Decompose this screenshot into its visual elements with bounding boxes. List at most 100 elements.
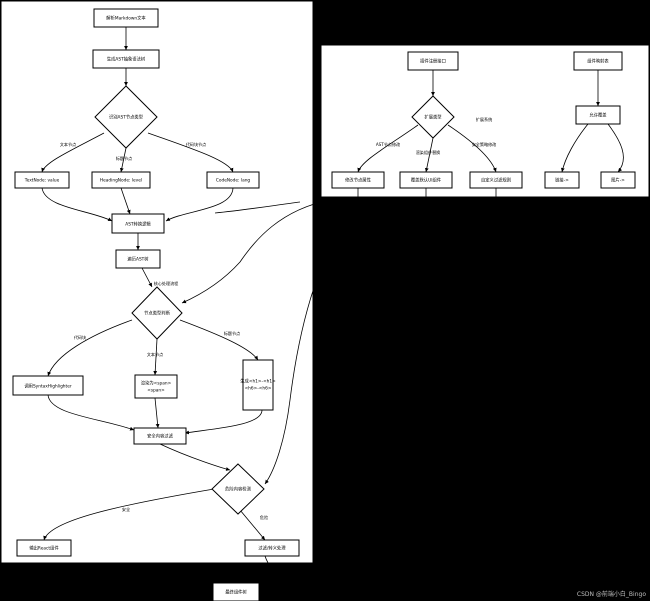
edge-label-text-node: 文本节点 <box>60 141 76 147</box>
edge-label-danger: 危险 <box>260 514 268 520</box>
main-flow-edges <box>41 27 279 591</box>
edge-text-to-transform <box>41 187 113 222</box>
node-gen-heading-line2: <h6>-<h6> <box>245 386 272 392</box>
node-safe-filter <box>133 427 187 445</box>
node-ast-transform-label: AST转换逻辑 <box>125 221 151 228</box>
node-wrap-span-line1: 渲染为<span> <box>141 380 172 387</box>
edge-decision-to-heading <box>119 147 127 173</box>
node-code-node-label: CodeNode: lang <box>216 178 251 184</box>
edge-default-to-link <box>560 123 589 173</box>
node-link-map <box>544 171 580 189</box>
edge-check-to-highlighter <box>47 319 133 377</box>
node-ast-transform <box>111 213 165 234</box>
node-custom-filter <box>469 171 523 189</box>
node-heading-node-label: HeadingNode: level <box>100 178 142 184</box>
edge-traverse-to-check <box>141 267 153 288</box>
node-modify-attr <box>331 171 385 189</box>
edge-span-to-filter <box>154 397 160 429</box>
node-output-react <box>16 539 72 557</box>
edge-plugin-to-check <box>181 199 331 304</box>
node-safe-filter-label: 安全内容过滤 <box>147 433 173 440</box>
node-plugin-register-label: 插件注册接口 <box>420 58 446 65</box>
node-gen-heading-line1: 生成<h1>-<h1> <box>240 378 276 385</box>
node-allow-override <box>575 105 621 125</box>
plugin-system-edges <box>357 70 624 197</box>
node-traverse-ast-label: 遍历AST树 <box>127 256 149 263</box>
node-final-tree <box>212 582 260 601</box>
node-wrap-span-line2: <span> <box>147 388 165 394</box>
node-parse-markdown-label: 解析Markdown文本 <box>106 15 146 22</box>
node-final-tree-label: 最终组件树 <box>225 589 247 596</box>
node-syntax-highlighter-label: 调用SyntaxHighlighter <box>24 383 71 390</box>
edge-label-text-node-2: 文本节点 <box>147 351 163 357</box>
edge-check-to-heading <box>179 319 259 361</box>
node-type-decision <box>94 85 158 149</box>
edge-label-code-node: 代码块节点 <box>186 141 206 147</box>
node-replace-ui-label: 覆盖默认UI组件 <box>411 177 442 184</box>
edge-label-ui-replace: 渲染组件替换 <box>416 149 441 155</box>
node-output-react-label: 输出React组件 <box>29 545 59 552</box>
edge-label-heading-node-2: 标题节点 <box>224 330 240 336</box>
main-flow-nodes: 解析Markdown文本 生成AST抽象语法树 识别AST节点类型 TextNo… <box>12 8 300 601</box>
node-heading-node <box>91 171 151 189</box>
edge-plugin-to-transform <box>214 201 301 214</box>
node-generate-ast-label: 生成AST抽象语法树 <box>107 56 146 63</box>
node-traverse-ast <box>115 249 161 269</box>
node-filter-tag <box>244 539 300 557</box>
node-text-node <box>14 171 70 189</box>
node-gen-heading <box>242 359 274 411</box>
node-custom-filter-label: 自定义过滤规则 <box>481 177 511 184</box>
edge-plugin-to-xss <box>264 196 361 485</box>
edge-label-core-flow: 核心处理流程 <box>154 280 179 286</box>
edge-highlighter-to-filter <box>47 394 135 431</box>
edge-ext-to-ui <box>424 137 434 173</box>
edge-label-heading-node: 标题节点 <box>116 155 132 161</box>
node-image-map <box>600 171 636 189</box>
main-flow-panel <box>0 0 314 564</box>
plugin-edge-labels: 扩展系统 AST节点修改 渲染组件替换 安全策略修改 <box>376 116 496 155</box>
edge-filter-to-xss <box>159 443 231 471</box>
edge-label-ext-system: 扩展系统 <box>476 116 492 122</box>
edge-default-to-image <box>607 123 624 173</box>
node-type-decision-label: 识别AST节点类型 <box>109 114 144 121</box>
edge-xss-to-react <box>43 488 215 541</box>
edge-heading-to-transform <box>120 187 131 215</box>
main-edge-labels: 文本节点 标题节点 代码块节点 核心处理流程 代码块 文本节点 标题节点 安全 … <box>60 141 268 520</box>
edge-code-to-transform <box>165 187 234 222</box>
node-filter-tag-label: 过滤/转义处理 <box>258 545 286 552</box>
node-type-check-label: 节点类型判断 <box>144 310 170 317</box>
edge-ext-to-attr <box>357 124 419 173</box>
node-xss-check <box>211 463 265 515</box>
node-replace-ui <box>399 171 453 189</box>
edge-xss-to-filter-tag <box>239 509 266 541</box>
node-ext-type-label: 扩展类型 <box>424 114 442 121</box>
node-xss-check-label: 危险内容检测 <box>225 486 251 493</box>
node-wrap-span <box>134 374 178 399</box>
edge-label-code-block: 代码块 <box>74 334 86 340</box>
edge-ext-to-filter <box>447 124 497 173</box>
node-link-map-label: 链接-> <box>555 177 569 184</box>
node-mapping-table-label: 组件映射表 <box>587 58 609 65</box>
edge-check-to-span <box>153 338 158 376</box>
watermark-text: CSDN @前端小白_Bingo <box>577 590 646 598</box>
edge-decision-to-code <box>147 132 234 173</box>
edge-label-security: 安全策略修改 <box>472 141 497 147</box>
plugin-system-nodes: 插件注册接口 扩展类型 修改节点属性 覆盖默认UI组件 自定义过滤规则 组件映射… <box>331 51 636 189</box>
edge-heading-to-filter <box>184 409 263 435</box>
node-text-node-label: TextNode: value <box>24 178 60 184</box>
edge-filter-tag-down <box>264 555 279 579</box>
node-plugin-register <box>407 51 459 71</box>
node-ext-type <box>411 95 455 139</box>
node-generate-ast <box>92 49 160 69</box>
edge-label-safe: 安全 <box>122 506 130 512</box>
edge-decision-to-text <box>41 132 105 173</box>
node-type-check <box>131 286 183 340</box>
node-modify-attr-label: 修改节点属性 <box>345 177 371 184</box>
node-image-map-label: 图片-> <box>611 177 625 184</box>
node-code-node <box>206 171 260 189</box>
edge-label-ast-modify: AST节点修改 <box>376 141 400 147</box>
plugin-connection-edges <box>181 196 361 485</box>
node-allow-override-label: 允许覆盖 <box>589 112 607 119</box>
node-mapping-table <box>573 51 623 71</box>
